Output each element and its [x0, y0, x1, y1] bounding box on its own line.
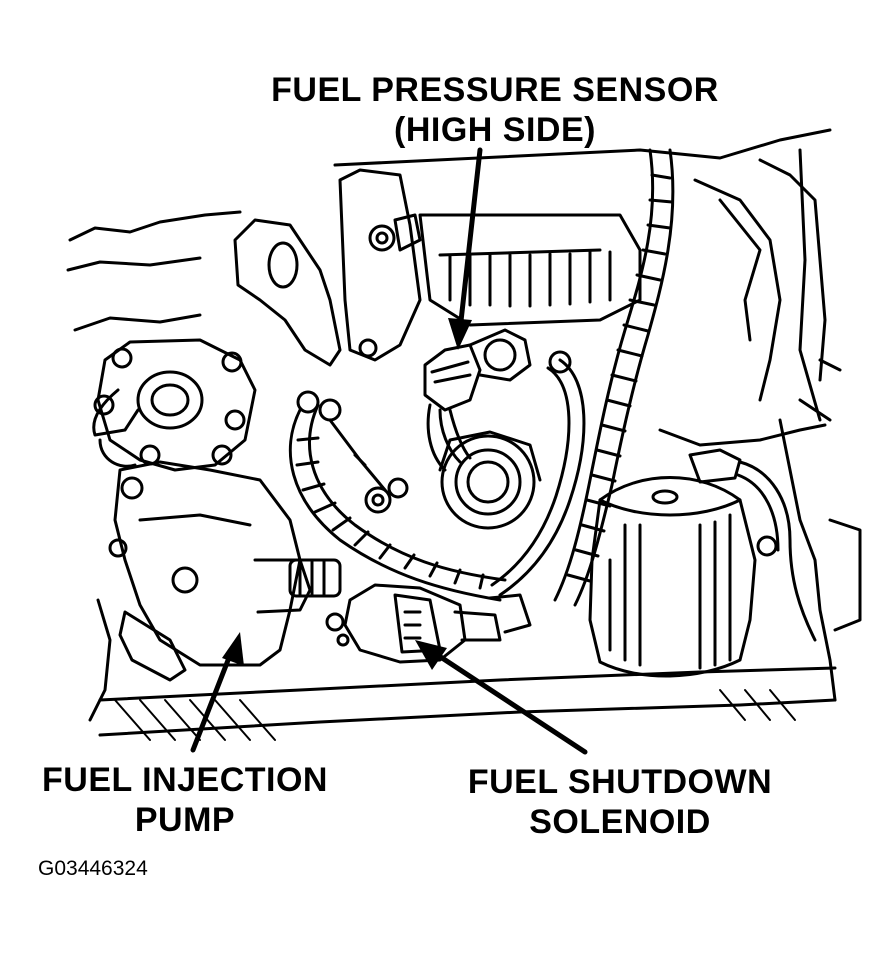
arrow-to-fuel-injection-pump	[190, 647, 235, 753]
arrow-to-fuel-shutdown-solenoid	[427, 647, 588, 755]
wiring-harness-left	[288, 390, 507, 602]
label-fuel-pressure-sensor-line2: (HIGH SIDE)	[394, 111, 596, 149]
throttle-linkage	[318, 398, 409, 514]
label-fuel-injection-pump-line2: PUMP	[134, 801, 236, 839]
fuel-filter-canister	[418, 213, 642, 327]
fuel-shutdown-solenoid-part	[325, 583, 532, 664]
leader-arrows	[190, 147, 588, 755]
oil-filter	[588, 476, 757, 678]
center-round-fitting	[438, 430, 542, 530]
high-pressure-fuel-tube	[490, 350, 586, 597]
right-side-connector	[688, 358, 862, 642]
label-fuel-injection-pump-line1: FUEL INJECTION	[42, 761, 328, 799]
lower-manifold-hatching	[114, 689, 796, 741]
arrow-to-fuel-pressure-sensor	[457, 147, 483, 333]
arrow-heads	[222, 318, 472, 670]
wiring-harness-right	[553, 148, 675, 607]
fuel-pressure-sensor-part	[423, 328, 532, 472]
engine-background-outline	[66, 128, 837, 737]
arrowhead-solenoid	[415, 640, 447, 670]
mounting-bracket	[233, 168, 422, 367]
arrowhead-sensor	[448, 318, 472, 350]
label-fuel-shutdown-solenoid-line1: FUEL SHUTDOWN	[467, 763, 773, 801]
label-fuel-pressure-sensor: FUEL PRESSURE SENSOR (HIGH SIDE)	[240, 70, 750, 150]
figure-id: G03446324	[38, 857, 148, 880]
fuel-injection-pump-body	[92, 338, 342, 682]
arrowhead-pump	[222, 632, 244, 666]
label-fuel-shutdown-solenoid: FUEL SHUTDOWN SOLENOID	[440, 762, 800, 842]
label-fuel-injection-pump: FUEL INJECTION PUMP	[20, 760, 350, 840]
label-fuel-shutdown-solenoid-line2: SOLENOID	[529, 803, 711, 841]
label-fuel-pressure-sensor-line1: FUEL PRESSURE SENSOR	[271, 71, 719, 109]
